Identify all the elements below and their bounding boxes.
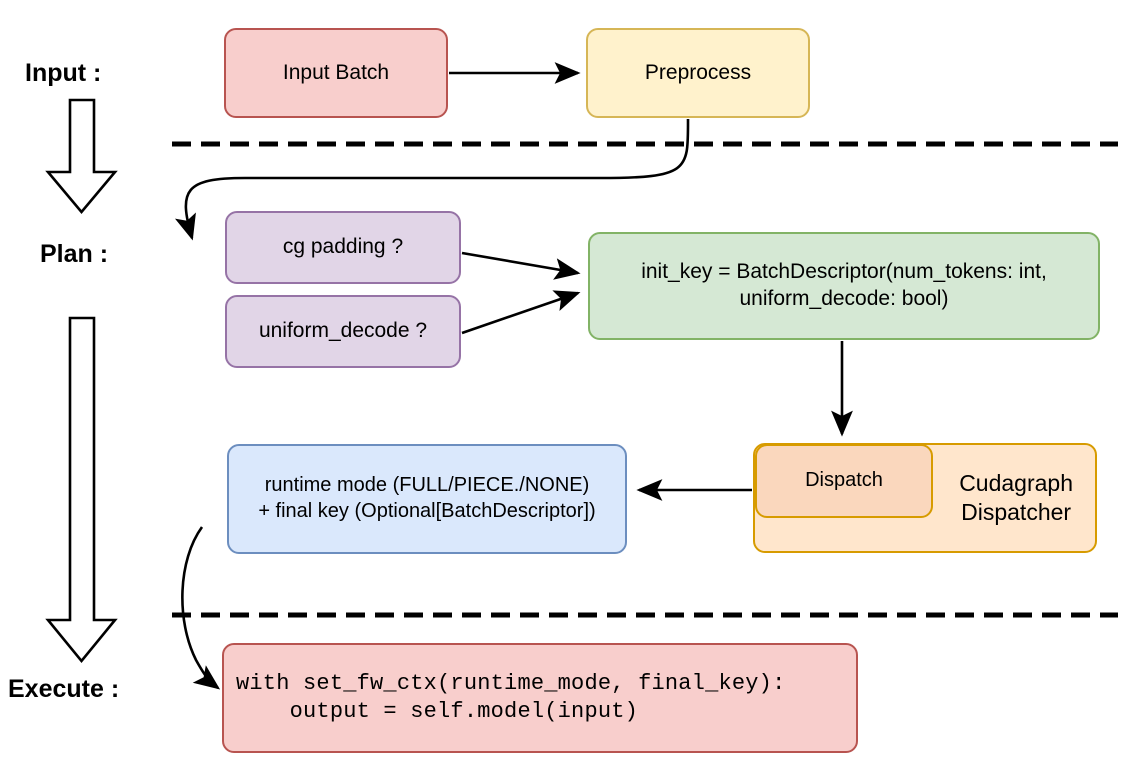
node-dispatch[interactable]: Dispatch — [755, 444, 933, 518]
node-init-key[interactable]: init_key = BatchDescriptor(num_tokens: i… — [588, 232, 1100, 340]
node-runtime-mode[interactable]: runtime mode (FULL/PIECE./NONE) + final … — [227, 444, 627, 554]
stage-arrows — [45, 98, 118, 664]
node-execute-code[interactable]: with set_fw_ctx(runtime_mode, final_key)… — [222, 643, 858, 753]
stage-arrow-input-to-plan — [45, 98, 118, 215]
connector-uniform-decode-to-init-key — [461, 290, 581, 335]
stage-label-execute: Execute : — [8, 674, 120, 703]
node-uniform-decode[interactable]: uniform_decode ? — [225, 295, 461, 368]
stage-label-plan: Plan : — [40, 239, 109, 268]
node-cg-padding[interactable]: cg padding ? — [225, 211, 461, 284]
stage-label-input: Input : — [25, 58, 102, 87]
connectors — [174, 62, 853, 690]
connector-cg-padding-to-init-key — [461, 251, 581, 280]
node-input-batch[interactable]: Input Batch — [224, 28, 448, 118]
stage-arrow-plan-to-execute — [45, 316, 118, 664]
node-preprocess[interactable]: Preprocess — [586, 28, 810, 118]
